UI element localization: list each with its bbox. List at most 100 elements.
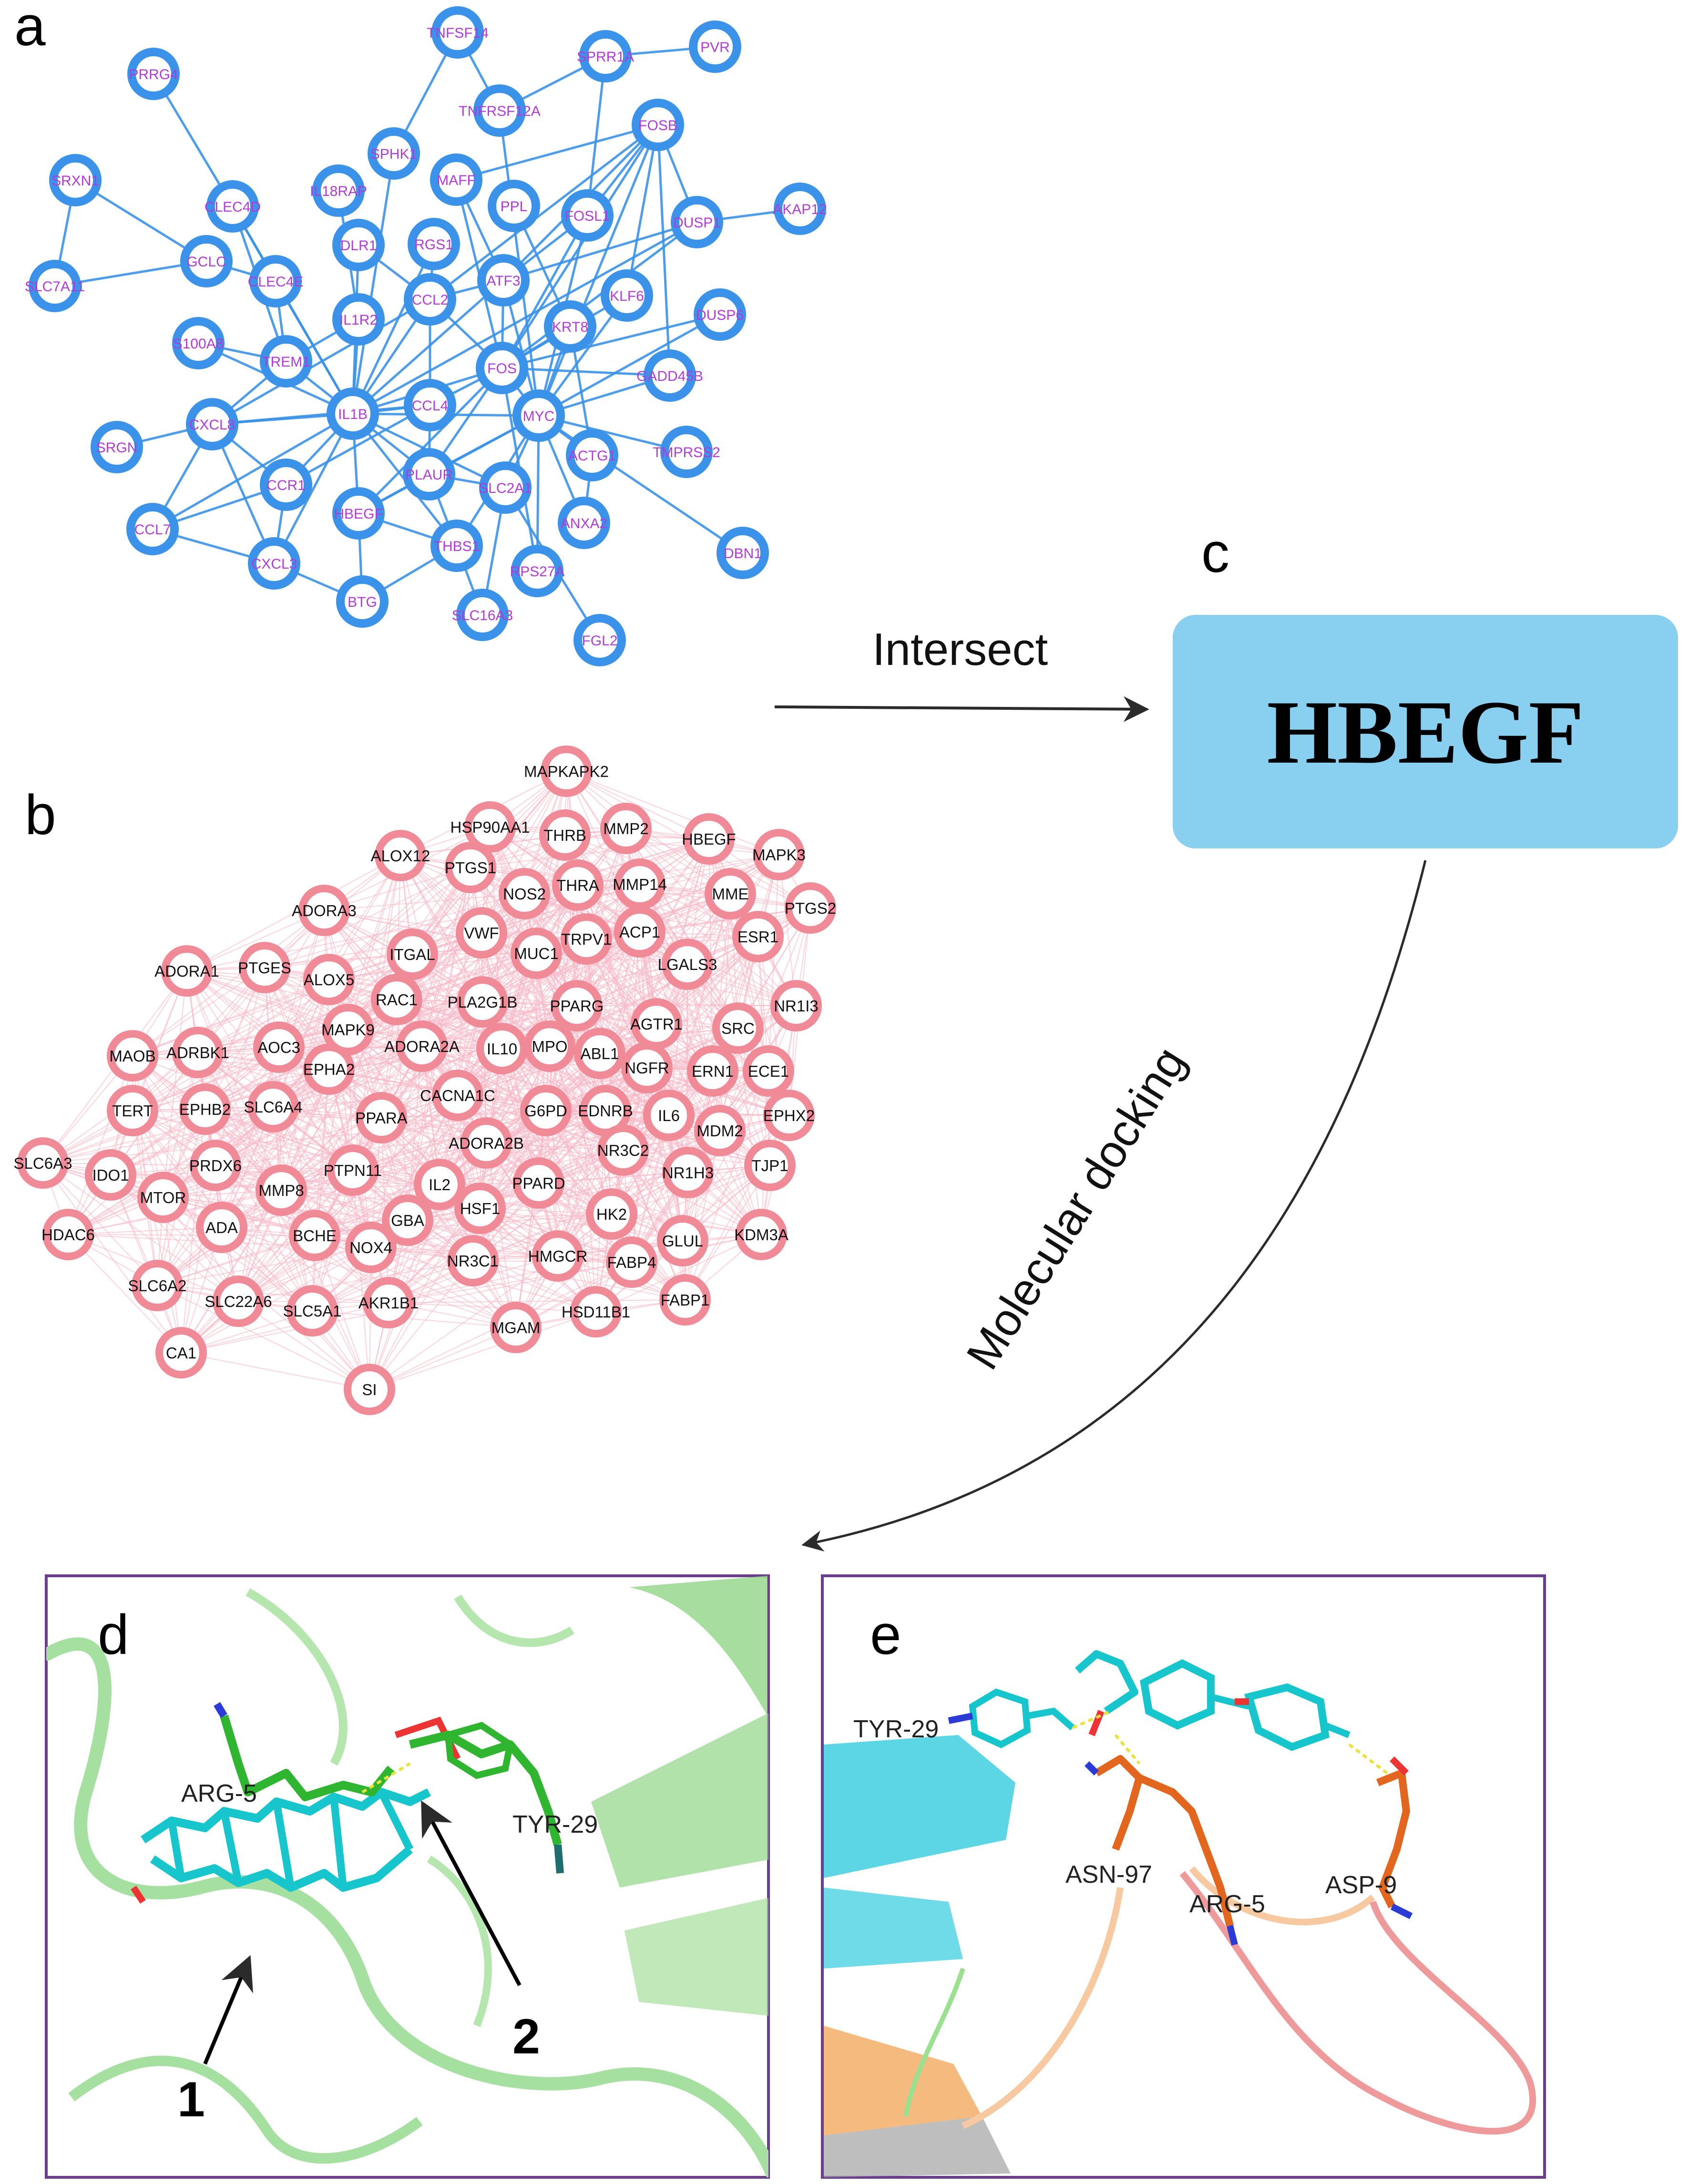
network-b-edge <box>157 1246 371 1286</box>
network-b-node: NGFR <box>621 1042 673 1093</box>
network-b-node: MTOR <box>137 1172 189 1223</box>
hbond-d <box>361 1762 411 1794</box>
network-b-edge <box>132 1110 370 1390</box>
network-a-node: CCR1 <box>260 459 312 511</box>
network-a-node-label: CCR1 <box>266 478 306 493</box>
network-a-node: MAFF <box>430 153 482 206</box>
network-a-node-label: CCL4 <box>412 398 449 414</box>
network-b-edge <box>132 979 329 1111</box>
network-b-node-circle <box>606 1236 657 1288</box>
network-a-node-label: MYC <box>523 408 555 424</box>
network-b-edge <box>181 1352 370 1390</box>
network-a-node: PLAUR <box>403 448 455 500</box>
network-b-edge <box>324 909 482 934</box>
network-b-node-label: MMP2 <box>603 820 648 837</box>
network-b-edge <box>157 1170 353 1286</box>
network-a-node-circle <box>404 273 456 326</box>
residue-label-e-1: TYR-29 <box>853 1715 939 1743</box>
network-b-node: EPHX2 <box>763 1090 815 1141</box>
network-b-node-label: EDNRB <box>578 1102 633 1120</box>
network-b-node-label: CACNA1C <box>420 1087 495 1104</box>
network-a-node-label: IL1R2 <box>339 312 378 328</box>
network-a-node: THBS1 <box>430 520 483 572</box>
network-a-node-circle <box>172 317 225 369</box>
network-a-node-circle <box>126 503 179 555</box>
network-a-edge <box>273 413 354 564</box>
network-b-edge <box>481 932 657 1024</box>
network-b-edge <box>314 1095 458 1236</box>
network-b-edge <box>625 827 811 909</box>
network-a-node-label: CLEC4D <box>205 199 261 215</box>
network-b-edge <box>388 1261 632 1304</box>
network-a-node: KLF6 <box>601 269 653 322</box>
network-b-node-label: PPARA <box>355 1109 407 1127</box>
network-b-node-label: LGALS3 <box>658 956 717 973</box>
network-a-node-label: MAFF <box>437 173 476 188</box>
network-a-node: TREM1 <box>260 335 312 388</box>
network-b-edge <box>278 1001 483 1048</box>
network-b-edge <box>273 1048 502 1108</box>
marker-arrow-1 <box>203 1955 253 2065</box>
network-b-edge <box>180 1165 216 1353</box>
network-a-edge <box>501 221 698 369</box>
network-b-edge <box>281 1095 458 1191</box>
network-a-node-label: SRGN <box>96 440 138 456</box>
network-a-node-circle <box>91 421 143 473</box>
network-b-node: ADORA2B <box>449 1117 524 1169</box>
network-b-edge <box>388 1299 686 1304</box>
network-b-node-label: MMP14 <box>613 876 667 893</box>
network-b-node-label: AOC3 <box>257 1039 300 1056</box>
network-b-node: KDM3A <box>734 1209 788 1260</box>
network-b-node-circle <box>694 1105 746 1156</box>
network-b-edge <box>486 1143 596 1312</box>
network-b-edge <box>369 1311 596 1390</box>
network-b-edge <box>278 855 401 1048</box>
network-b-node-circle <box>303 1043 355 1095</box>
network-b-node-label: EPHX2 <box>763 1107 815 1124</box>
network-b-edge <box>470 838 709 868</box>
network-b-edge <box>490 826 709 840</box>
network-b-node: PTPN11 <box>324 1144 382 1196</box>
network-b-node-label: PTGES <box>238 959 291 977</box>
network-b-edge <box>163 1197 313 1311</box>
network-b-edge <box>369 1260 473 1390</box>
network-b-node-label: THRA <box>556 877 599 894</box>
network-b-node: CACNA1C <box>420 1070 495 1121</box>
network-a-edge <box>358 367 503 514</box>
network-b-node-label: NR3C2 <box>597 1142 649 1159</box>
network-b-node-label: PTGS1 <box>445 859 496 877</box>
panel-label-c: c <box>1201 521 1229 584</box>
network-a-node: DLR1 <box>332 219 385 271</box>
network-b-node-label: PTPN11 <box>324 1162 382 1179</box>
network-b-edge <box>205 1108 440 1185</box>
network-b-node-label: PPARD <box>512 1174 565 1192</box>
network-b-node-label: ESR1 <box>737 928 778 946</box>
network-b-edge <box>312 1310 516 1328</box>
network-b-node-label: IL2 <box>429 1176 450 1194</box>
network-b-node-label: MUC1 <box>514 945 559 962</box>
network-a-node-circle <box>403 448 455 500</box>
network-a-node: DBN1 <box>717 527 769 579</box>
network-b-node-circle <box>107 1085 158 1136</box>
network-b-node: NR3C1 <box>447 1235 499 1286</box>
network-b-node: MMP8 <box>256 1164 307 1216</box>
network-b-node: ADORA2A <box>384 1021 460 1072</box>
network-b-node: NR1H3 <box>662 1147 714 1198</box>
network-a-node-circle <box>431 6 484 59</box>
network-b-node-label: NOX4 <box>349 1239 392 1256</box>
network-b-edge <box>481 932 600 1054</box>
network-a-node-circle <box>632 99 684 151</box>
network-b-node-circle <box>414 1159 465 1210</box>
network-a-node: GCLC <box>180 235 233 287</box>
network-b-node-circle <box>432 1070 483 1121</box>
network-b-edge <box>347 855 401 1030</box>
network-b-node: PLA2G1B <box>448 976 517 1028</box>
network-b-edge <box>328 1069 487 1143</box>
network-a-node-circle <box>368 127 420 180</box>
network-a-node-label: AKAP12 <box>773 202 827 217</box>
network-a-node: IL1R2 <box>332 293 385 346</box>
network-b-node-circle <box>356 1092 407 1143</box>
network-b-edge <box>599 1005 797 1054</box>
network-a-node-label: DUSP1 <box>673 215 721 231</box>
